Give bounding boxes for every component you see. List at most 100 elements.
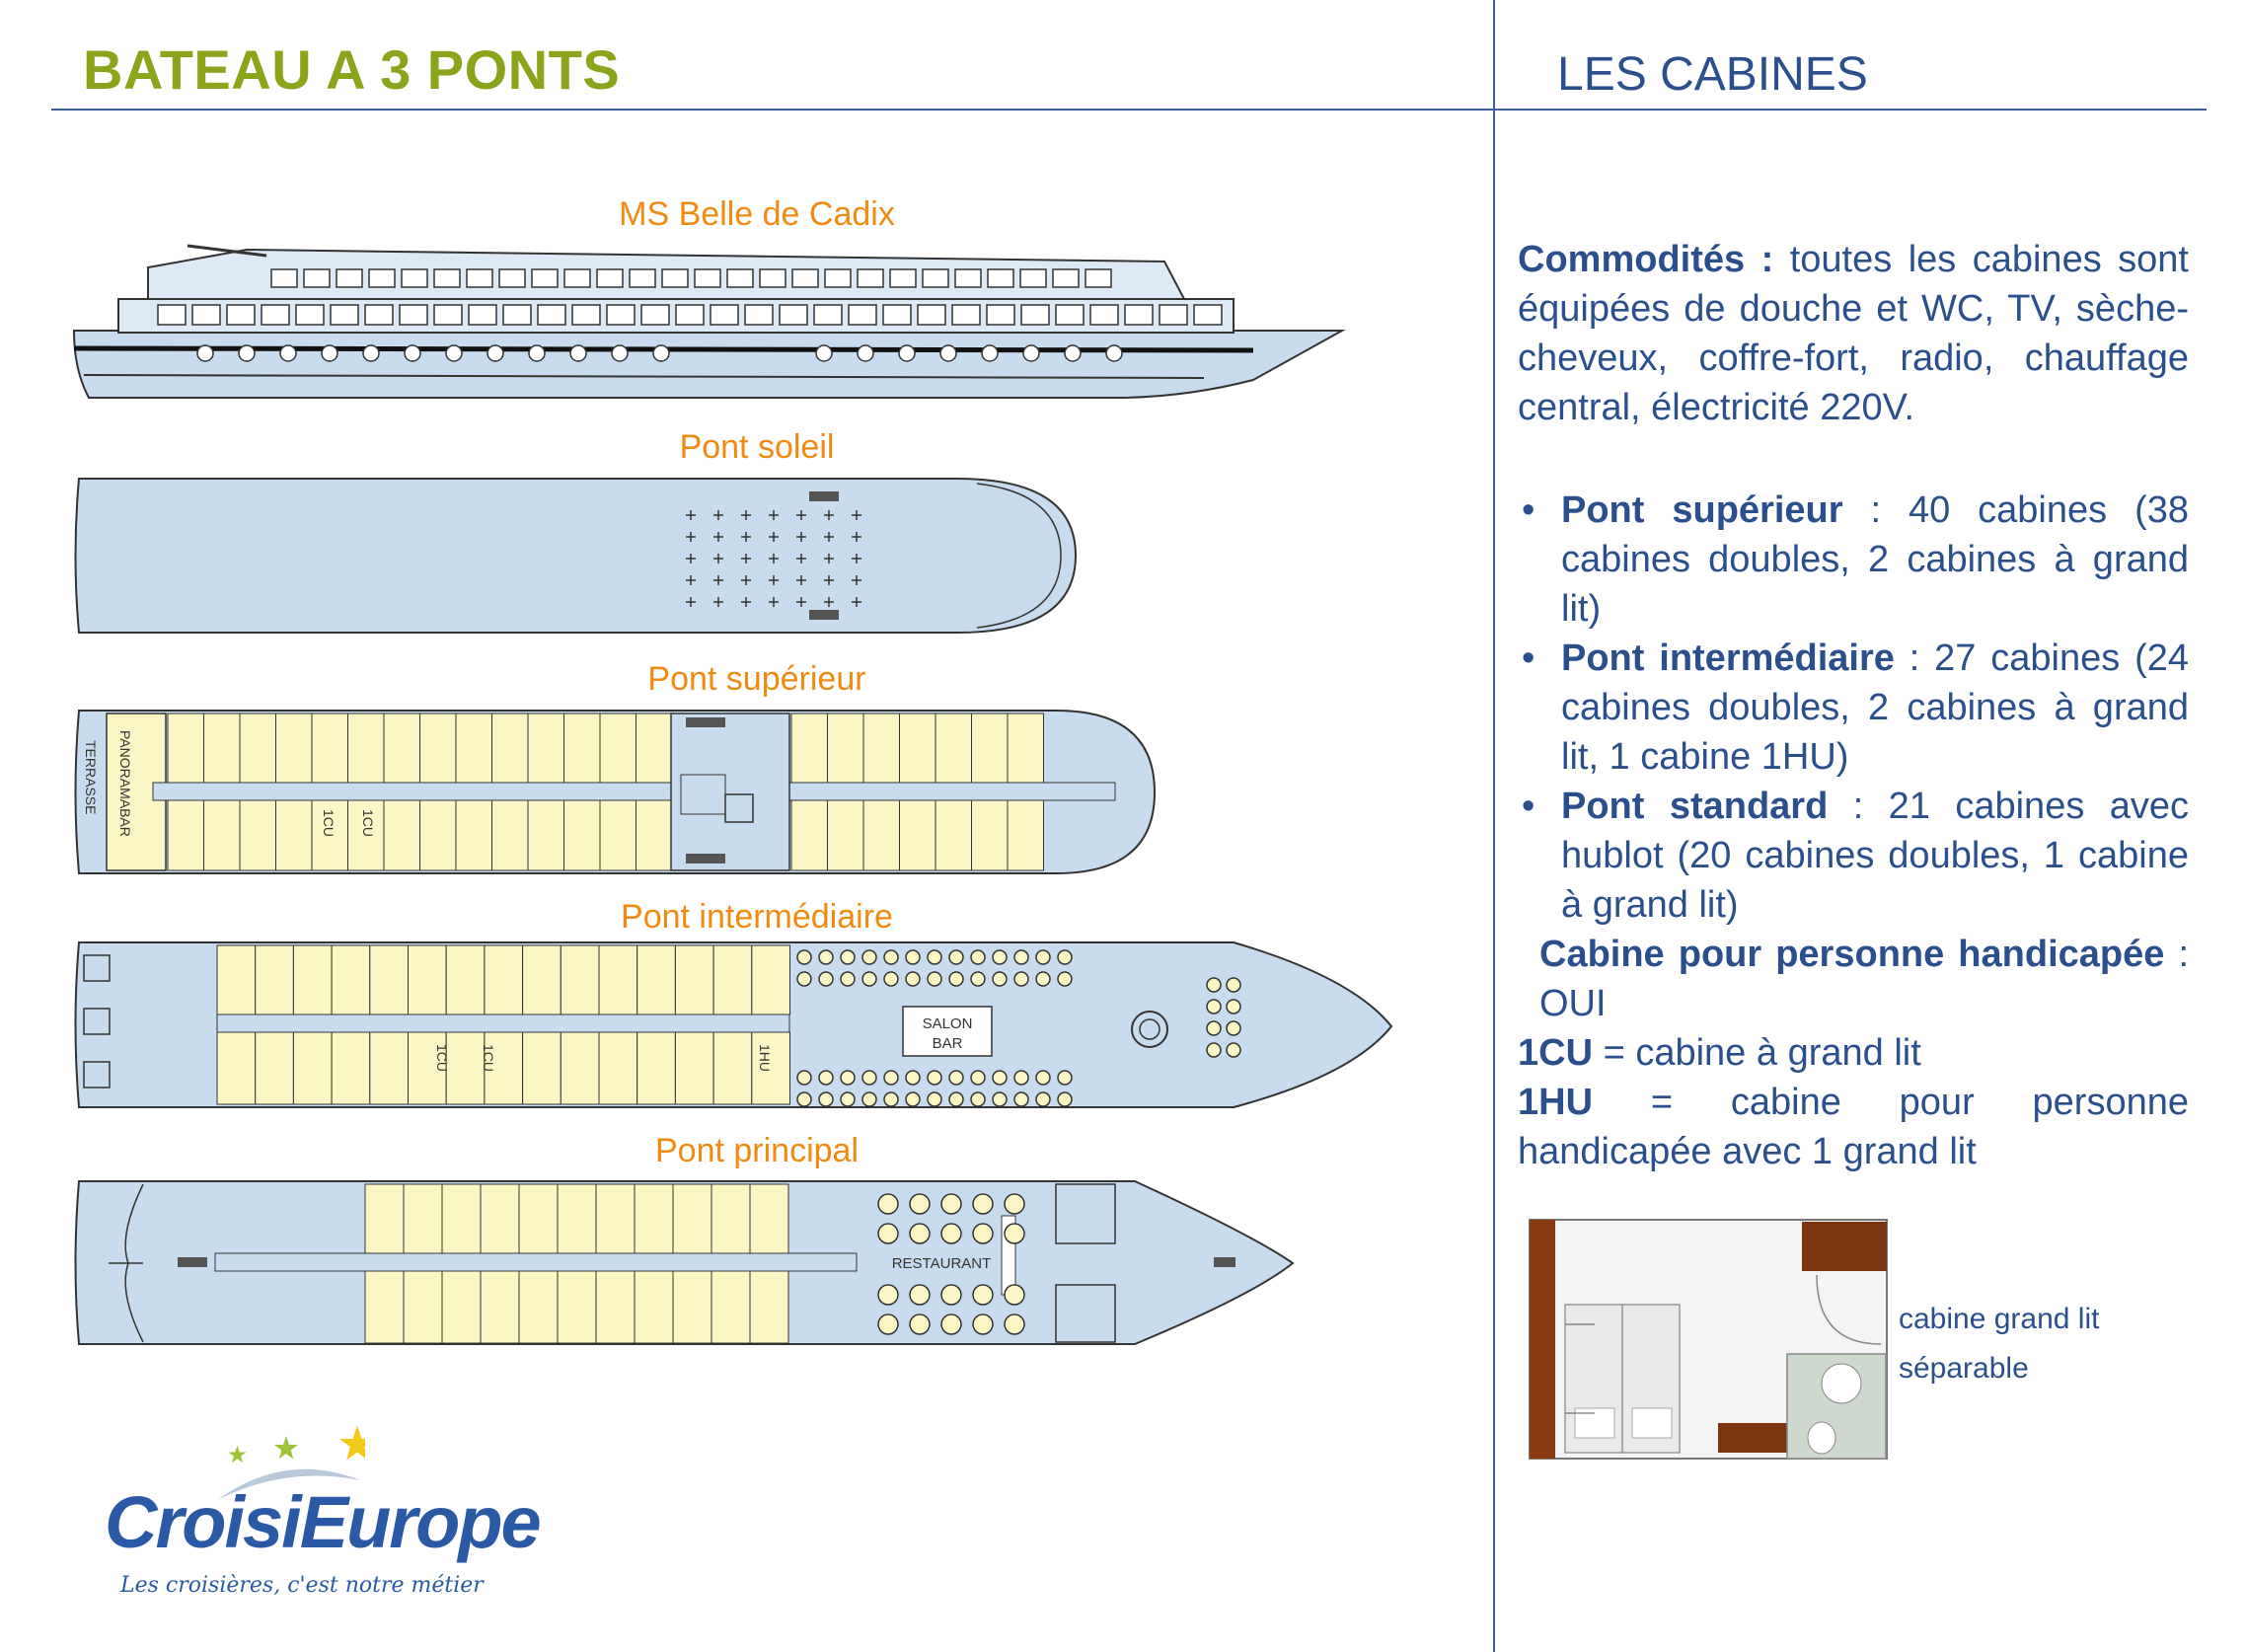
label-salon: SALON <box>923 1015 973 1032</box>
cabin <box>216 944 257 1015</box>
cabin-info: Commodités : toutes les cabines sont équ… <box>1518 235 2189 1176</box>
porthole <box>528 344 546 362</box>
cabin <box>403 1183 443 1254</box>
table-seat <box>1226 977 1241 993</box>
table-seat <box>818 949 834 965</box>
side-window <box>1124 304 1154 326</box>
deck-label-intermediaire: Pont intermédiaire <box>621 898 893 936</box>
cabin <box>364 1183 405 1254</box>
deck-chair <box>713 575 723 585</box>
porthole <box>279 344 297 362</box>
deck-chair <box>769 597 779 607</box>
table-seat <box>948 971 964 987</box>
deck-chair <box>796 597 806 607</box>
cabin <box>560 944 600 1015</box>
porthole <box>362 344 380 362</box>
side-window <box>563 268 591 288</box>
table-seat <box>1035 971 1051 987</box>
cabin <box>672 1270 712 1344</box>
side-window <box>726 268 754 288</box>
deck-label-soleil: Pont soleil <box>679 428 835 466</box>
table-seat <box>970 949 986 965</box>
table-seat <box>970 1091 986 1107</box>
cabin-caption-line1: cabine grand lit <box>1899 1303 2100 1335</box>
cabin <box>862 799 900 871</box>
side-window <box>191 304 221 326</box>
cabin <box>383 713 420 784</box>
side-window <box>1052 268 1080 288</box>
cabin <box>419 799 457 871</box>
cabin <box>347 713 385 784</box>
deck-text: : 27 cabines (24 cabines doubles, 2 cabi… <box>1561 638 2189 778</box>
cabin <box>167 799 204 871</box>
side-window <box>882 304 912 326</box>
cabin <box>711 1270 751 1344</box>
side-window <box>433 268 461 288</box>
cabin <box>751 1031 790 1105</box>
table-seat <box>1206 1020 1222 1036</box>
side-window <box>987 268 1014 288</box>
restaurant-table <box>1004 1223 1025 1244</box>
label-1cu-a: 1CU <box>321 809 337 837</box>
page-title: BATEAU A 3 PONTS <box>83 38 621 101</box>
side-window <box>468 304 497 326</box>
cabin <box>408 944 447 1015</box>
restaurant-table <box>1004 1193 1025 1215</box>
side-window <box>502 304 532 326</box>
logo-swoosh <box>217 1425 365 1500</box>
side-window <box>1055 304 1085 326</box>
cabin <box>522 1031 562 1105</box>
restaurant-table <box>940 1314 962 1335</box>
table-seat <box>992 1091 1008 1107</box>
handicap-line: Cabine pour personne handicapée : OUI <box>1518 930 2189 1028</box>
cabin <box>203 713 241 784</box>
porthole <box>1105 344 1123 362</box>
porthole <box>981 344 999 362</box>
porthole <box>939 344 957 362</box>
deck-plan-soleil <box>74 478 1078 634</box>
side-window <box>759 268 786 288</box>
porthole <box>611 344 629 362</box>
commodites-label: Commodités : <box>1518 239 1774 280</box>
cabin <box>634 1183 674 1254</box>
deck-plan-superieur: PANORAMABAR TERRASSE 1CU 1CU <box>74 710 1157 874</box>
cabin <box>560 1031 600 1105</box>
table-seat <box>840 1070 856 1086</box>
cabin <box>598 944 638 1015</box>
table-seat <box>1013 971 1029 987</box>
cabin <box>595 1183 636 1254</box>
restaurant-table <box>877 1314 899 1335</box>
table-seat <box>840 1091 856 1107</box>
cabin <box>275 799 313 871</box>
table-seat <box>861 949 877 965</box>
cabin <box>292 1031 333 1105</box>
deck-label-superieur: Pont supérieur <box>647 660 866 698</box>
cabin <box>239 799 276 871</box>
deck-chair <box>769 532 779 542</box>
deck-chair <box>796 532 806 542</box>
deck-chair <box>769 575 779 585</box>
cabin <box>712 1031 753 1105</box>
restaurant-table <box>940 1284 962 1306</box>
side-window <box>498 268 526 288</box>
cabin <box>364 1270 405 1344</box>
cabin <box>292 944 333 1015</box>
side-window <box>537 304 566 326</box>
label-1cu-b: 1CU <box>360 809 376 837</box>
cu-label: 1CU <box>1518 1032 1594 1074</box>
cabin <box>899 799 936 871</box>
table-seat <box>948 1070 964 1086</box>
deck-chair <box>713 554 723 563</box>
table-seat <box>883 1091 899 1107</box>
deck-chair <box>741 510 751 520</box>
cabin <box>275 713 313 784</box>
deck-chair <box>824 554 834 563</box>
deck-chair <box>686 597 696 607</box>
cabin <box>749 1270 789 1344</box>
cabin <box>563 713 601 784</box>
label-panoramabar: PANORAMABAR <box>117 730 133 837</box>
cabin <box>599 713 636 784</box>
ship-name: MS Belle de Cadix <box>619 195 895 233</box>
table-seat <box>905 971 921 987</box>
porthole <box>652 344 670 362</box>
